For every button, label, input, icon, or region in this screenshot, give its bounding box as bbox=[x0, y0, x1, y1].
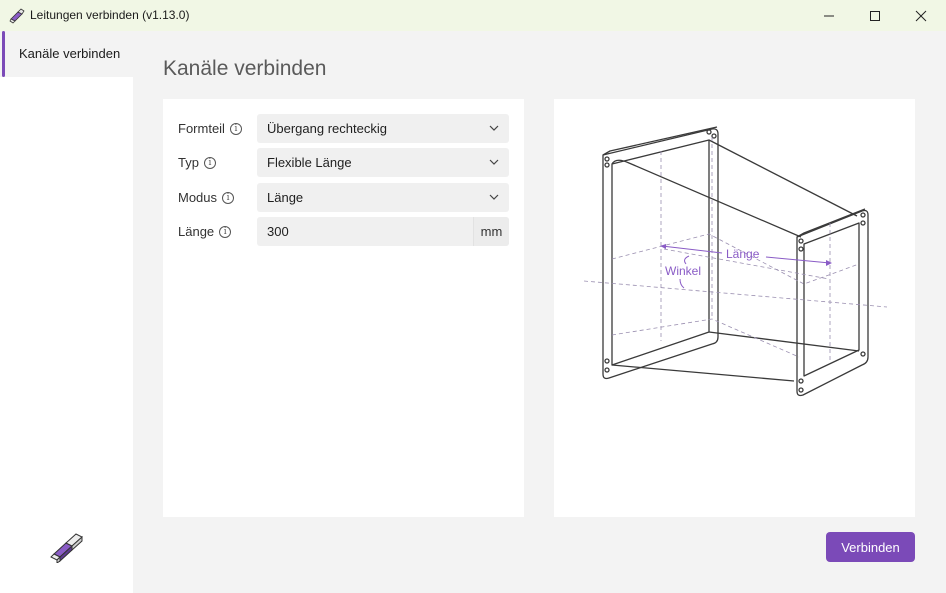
page-title: Kanäle verbinden bbox=[163, 57, 327, 80]
typ-select[interactable]: Flexible Länge bbox=[257, 148, 509, 177]
field-label: Formteil i bbox=[178, 121, 242, 136]
modus-select[interactable]: Länge bbox=[257, 183, 509, 212]
close-icon bbox=[915, 10, 927, 21]
laenge-value: 300 bbox=[267, 224, 289, 239]
maximize-button[interactable] bbox=[852, 0, 898, 31]
field-label-text: Länge bbox=[178, 224, 215, 239]
info-icon[interactable]: i bbox=[229, 122, 242, 135]
preview-card: Länge Winkel bbox=[554, 99, 915, 517]
duct-connector-logo-icon bbox=[50, 533, 83, 563]
length-annotation: Länge bbox=[726, 247, 760, 261]
sidebar: Kanäle verbinden bbox=[0, 31, 133, 593]
field-label-text: Modus bbox=[178, 190, 218, 205]
sidebar-item-kanaele-verbinden[interactable]: Kanäle verbinden bbox=[0, 31, 133, 77]
angle-annotation: Winkel bbox=[665, 264, 701, 278]
formteil-select[interactable]: Übergang rechteckig bbox=[257, 114, 509, 143]
selection-indicator bbox=[2, 31, 5, 77]
chevron-down-icon bbox=[489, 159, 499, 165]
window-title: Leitungen verbinden (v1.13.0) bbox=[30, 8, 190, 22]
chevron-down-icon bbox=[489, 194, 499, 200]
modus-value: Länge bbox=[267, 190, 304, 205]
unit-label: mm bbox=[473, 217, 509, 246]
close-button[interactable] bbox=[898, 0, 944, 31]
minimize-icon bbox=[824, 15, 834, 16]
info-icon[interactable]: i bbox=[203, 156, 216, 169]
field-label-text: Formteil bbox=[178, 121, 225, 136]
title-bar: Leitungen verbinden (v1.13.0) bbox=[0, 0, 946, 31]
maximize-icon bbox=[870, 10, 880, 21]
formteil-value: Übergang rechteckig bbox=[267, 121, 387, 136]
info-icon[interactable]: i bbox=[219, 225, 232, 238]
info-icon[interactable]: i bbox=[222, 191, 235, 204]
typ-value: Flexible Länge bbox=[267, 155, 352, 170]
duct-connector-icon bbox=[9, 8, 25, 24]
sidebar-item-label: Kanäle verbinden bbox=[19, 46, 121, 61]
laenge-input[interactable]: 300 mm bbox=[257, 217, 509, 246]
field-label-text: Typ bbox=[178, 155, 199, 170]
verbinden-button[interactable]: Verbinden bbox=[826, 532, 915, 562]
chevron-down-icon bbox=[489, 125, 499, 131]
form-row-formteil: Formteil i Übergang rechteckig bbox=[178, 114, 509, 143]
duct-transition-illustration: Länge Winkel bbox=[583, 126, 888, 397]
minimize-button[interactable] bbox=[806, 0, 852, 31]
